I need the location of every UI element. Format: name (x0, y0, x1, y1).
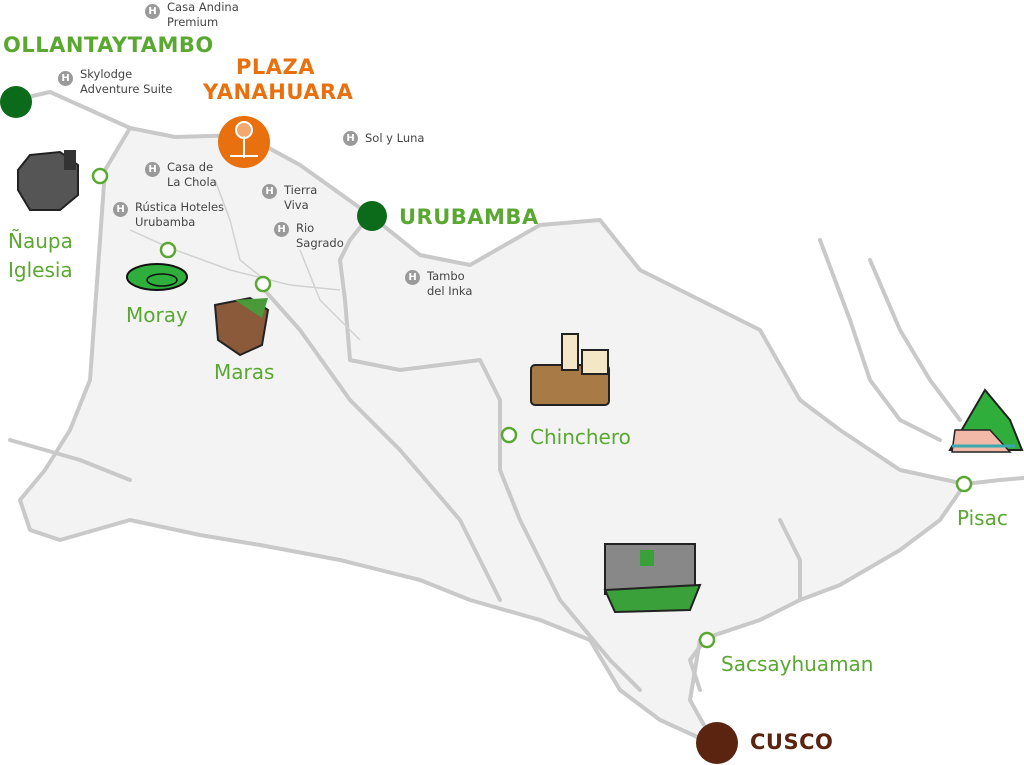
ollantaytambo-label: OLLANTAYTAMBO (3, 33, 214, 57)
hotel-name: La Chola (167, 175, 217, 189)
hotel-name: Tierra (284, 183, 318, 197)
hotel-name: Casa de (167, 160, 214, 174)
hotel-icon: H (262, 184, 277, 199)
hotel-name: Urubamba (135, 215, 196, 229)
cusco-label: CUSCO (750, 730, 834, 754)
hotel-name: Tambo (427, 269, 465, 283)
hotel-name: Sagrado (296, 236, 344, 250)
hotel-name: Sol y Luna (365, 131, 425, 145)
plaza-yanahuara-label-line1: PLAZA (236, 55, 316, 79)
hotel-name: Viva (284, 198, 309, 212)
chinchero-label: Chinchero (530, 425, 631, 449)
hotel-icon: H (113, 202, 128, 217)
moray-label: Moray (126, 303, 188, 327)
hotel-icon: H (58, 71, 73, 86)
hotel-icon: H (343, 131, 358, 146)
hotel-name: del Inka (427, 284, 473, 298)
naupa-label-line2: Iglesia (8, 258, 73, 282)
naupa-label-line1: Ñaupa (8, 229, 73, 253)
minor-roads (129, 179, 361, 341)
tree-icon (230, 121, 258, 158)
naupa-iglesia-illustration (17, 150, 79, 211)
pisac-label: Pisac (957, 506, 1008, 530)
hotel-name: Premium (167, 15, 219, 29)
hotel-marker[interactable]: H Sol y Luna (343, 131, 424, 146)
urubamba-label: URUBAMBA (399, 205, 539, 229)
sacsayhuaman-illustration (603, 543, 702, 614)
hotel-name: Adventure Suite (80, 82, 173, 96)
hotel-name: Rio (296, 221, 315, 235)
hotel-icon: H (405, 270, 420, 285)
cusco-dot[interactable] (696, 722, 738, 764)
hotel-icon: H (145, 162, 160, 177)
sacsayhuaman-label: Sacsayhuaman (721, 652, 874, 676)
site-markers (91, 167, 973, 649)
urubamba-dot[interactable] (357, 201, 387, 231)
plaza-yanahuara-label-line2: YANAHUARA (203, 80, 354, 104)
hotel-icon: H (274, 222, 289, 237)
pisac-illustration (948, 388, 1024, 453)
hotel-name: Skylodge (80, 67, 133, 81)
hotel-name: Rústica Hoteles (135, 200, 225, 214)
maras-label: Maras (214, 360, 275, 384)
chinchero-illustration (530, 333, 610, 406)
hotel-name: Casa Andina (167, 0, 239, 14)
moray-illustration (126, 263, 188, 291)
hotel-icon: H (145, 4, 160, 19)
ollantaytambo-dot[interactable] (0, 86, 32, 118)
maras-illustration (213, 296, 270, 357)
